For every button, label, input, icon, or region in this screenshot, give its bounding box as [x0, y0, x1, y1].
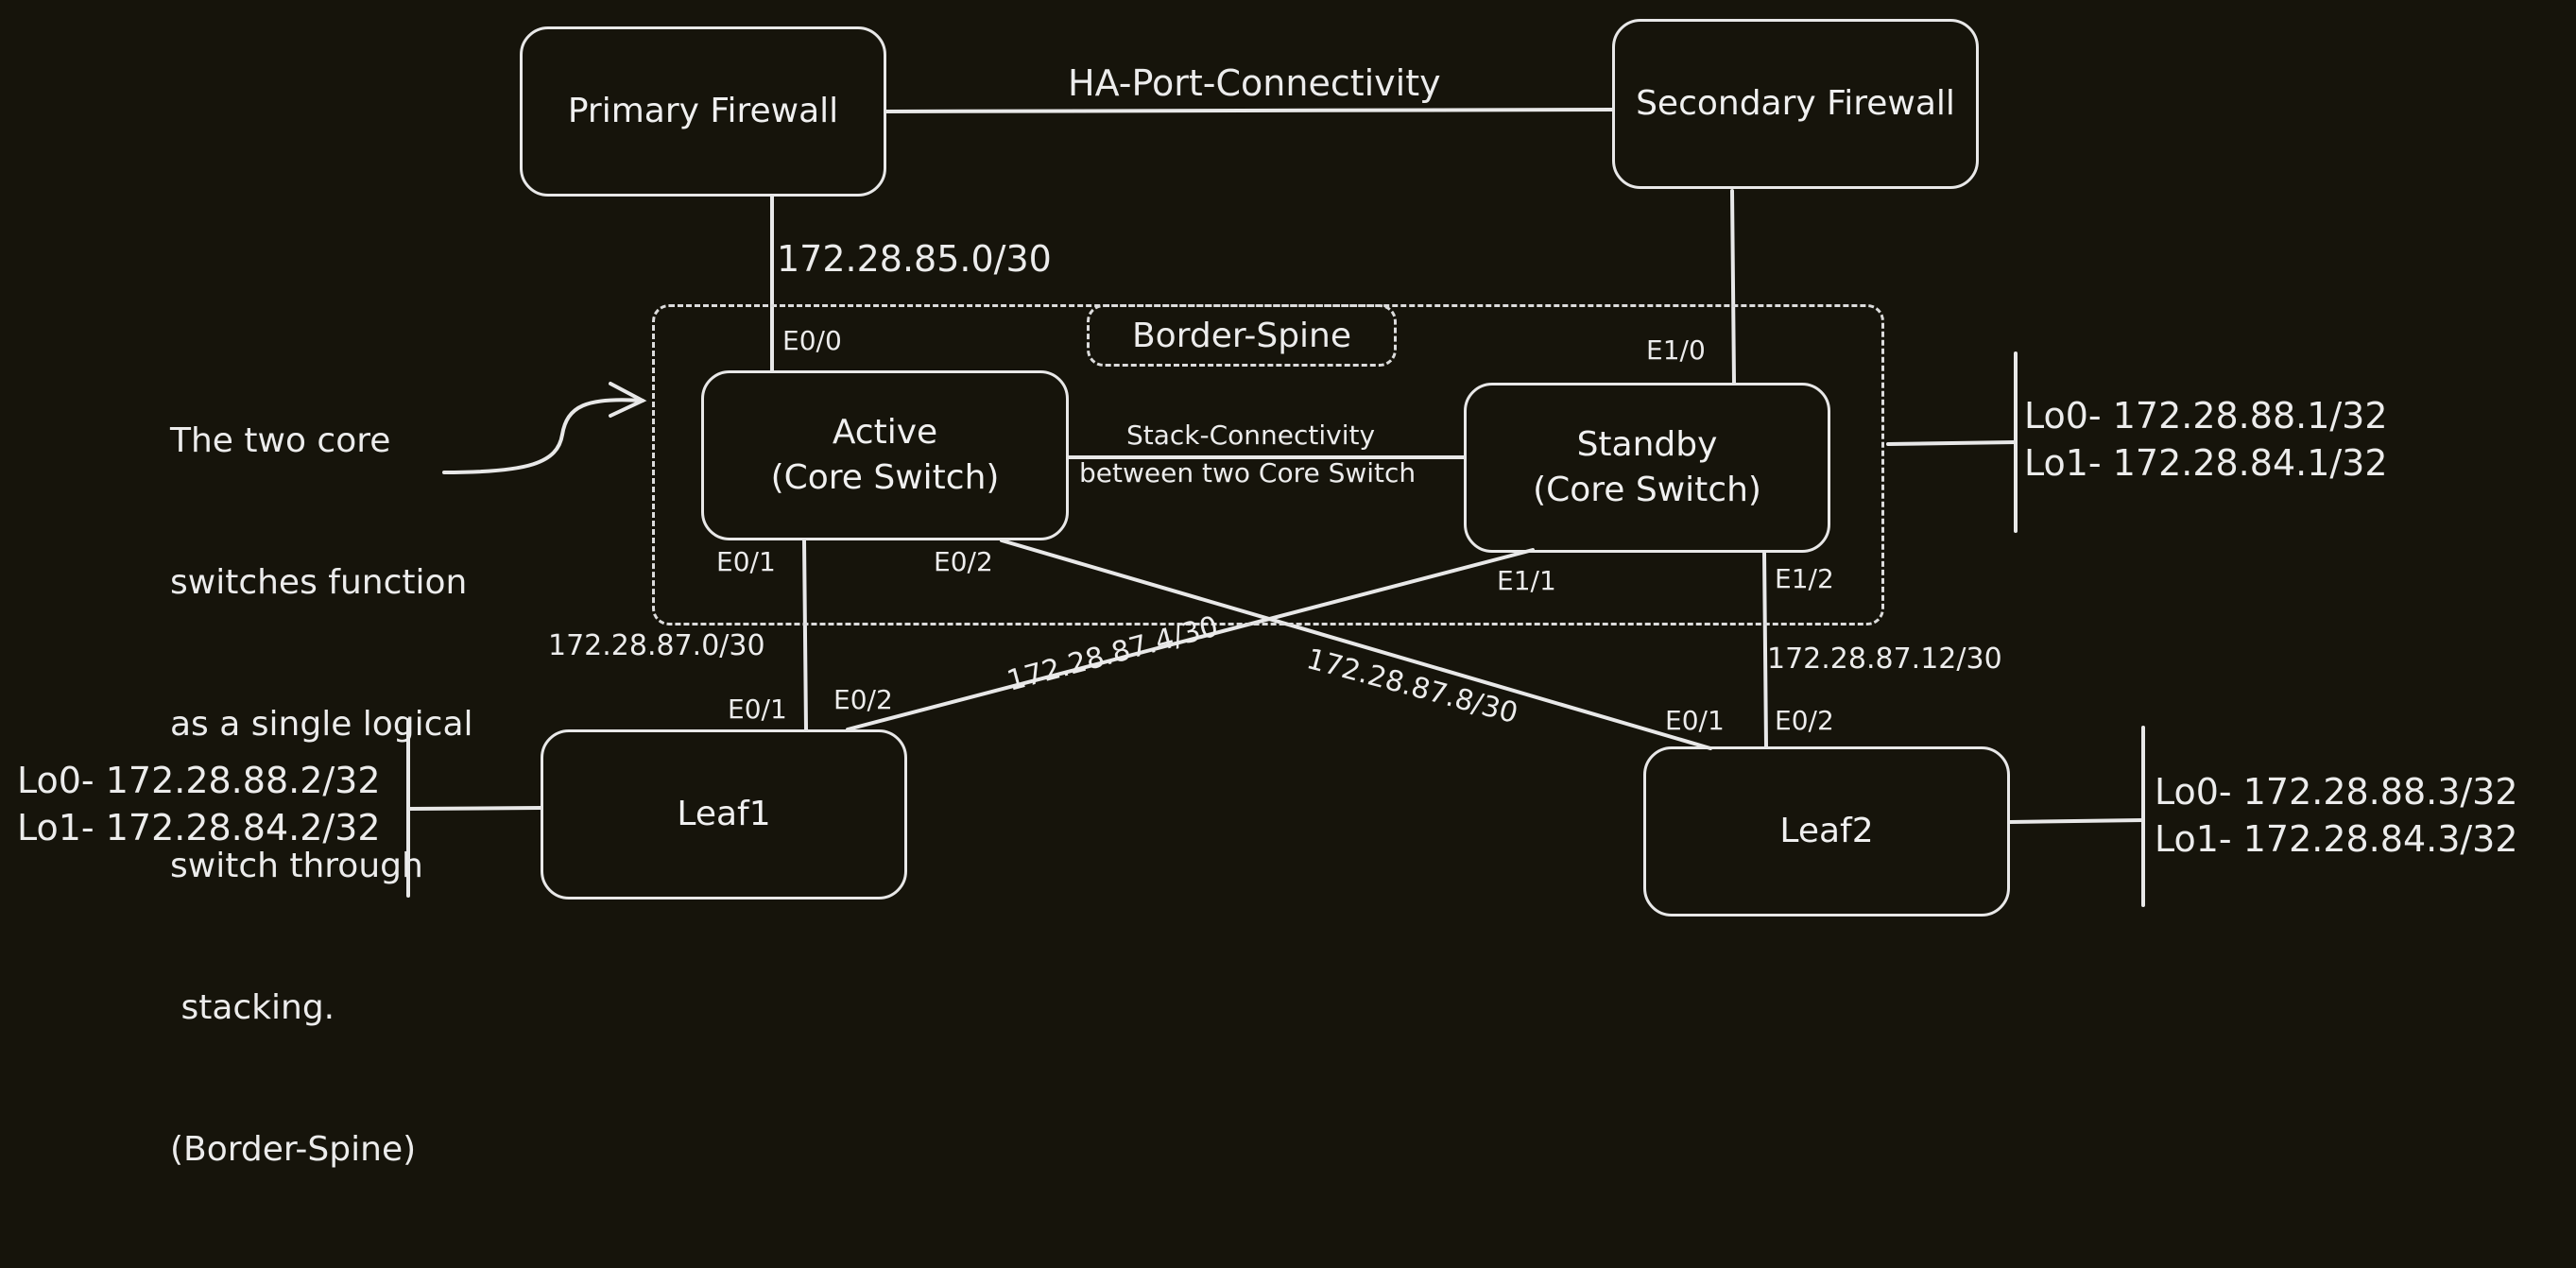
fw-subnet-label: 172.28.85.0/30: [777, 238, 1052, 280]
core-lo1-label: Lo1- 172.28.84.1/32: [2024, 442, 2388, 484]
border-spine-label-text: Border-Spine: [1131, 316, 1352, 355]
leaf1-loopback-link: [406, 806, 542, 811]
port-leaf2-1: E0/1: [1665, 705, 1725, 736]
leaf2-label: Leaf2: [1779, 812, 1874, 850]
leaf2-loopback-link: [2008, 818, 2145, 824]
standby-sublabel: (Core Switch): [1533, 471, 1761, 509]
standby-leaf2-link: [1762, 551, 1768, 748]
stack-link-label-1: Stack-Connectivity: [1126, 420, 1376, 451]
core-loopback-link: [1886, 440, 2018, 446]
annotation-line: switch through: [170, 847, 423, 885]
standby-label: Standby: [1576, 425, 1718, 464]
active-core-switch-node[interactable]: Active (Core Switch): [701, 370, 1069, 540]
port-active-down1: E0/1: [716, 546, 776, 577]
ha-link: [884, 108, 1614, 113]
annotation-line: switches function: [170, 563, 468, 602]
ha-link-label: HA-Port-Connectivity: [1068, 62, 1441, 104]
standby-leaf1-link: [846, 548, 1535, 731]
subnet-standby-leaf2-label: 172.28.87.12/30: [1767, 643, 2002, 676]
primary-firewall-label: Primary Firewall: [567, 92, 839, 130]
annotation-arrow: [442, 398, 644, 474]
stack-link-label-2: between two Core Switch: [1079, 457, 1417, 488]
leaf2-lo0-label: Lo0- 172.28.88.3/32: [2155, 771, 2518, 813]
leaf1-node[interactable]: Leaf1: [541, 729, 907, 900]
port-active-up: E0/0: [782, 325, 842, 356]
leaf2-lo1-label: Lo1- 172.28.84.3/32: [2155, 818, 2518, 860]
annotation-arrow-head: [609, 382, 647, 418]
network-diagram: Border-Spine Primary Firewall Secondary …: [17, 19, 2518, 1169]
leaf2-node[interactable]: Leaf2: [1643, 746, 2010, 917]
leaf1-lo0-label: Lo0- 172.28.88.2/32: [17, 760, 381, 801]
leaf1-lo1-label: Lo1- 172.28.84.2/32: [17, 807, 381, 848]
annotation-line: stacking.: [170, 988, 335, 1027]
core-lo0-label: Lo0- 172.28.88.1/32: [2024, 395, 2388, 437]
connection-lines: [406, 108, 2145, 907]
port-leaf1-2: E0/2: [833, 684, 893, 715]
stacking-annotation: The two core switches function as a sing…: [170, 323, 473, 1268]
secondary-fw-standby-link: [1730, 189, 1736, 385]
active-leaf1-link: [802, 539, 808, 731]
secondary-firewall-node[interactable]: Secondary Firewall: [1612, 19, 1979, 189]
port-leaf1-1: E0/1: [728, 694, 787, 725]
active-label: Active: [832, 413, 938, 452]
annotation-line: The two core: [170, 421, 391, 460]
subnet-active-leaf1-label: 172.28.87.0/30: [548, 629, 765, 662]
port-leaf2-2: E0/2: [1775, 705, 1834, 736]
port-standby-down1: E1/1: [1497, 565, 1556, 596]
annotation-line: (Border-Spine): [170, 1130, 417, 1169]
standby-core-switch-node[interactable]: Standby (Core Switch): [1464, 383, 1830, 553]
active-leaf2-link: [1000, 539, 1712, 750]
border-spine-label: Border-Spine: [1087, 304, 1397, 367]
port-standby-up: E1/0: [1646, 334, 1706, 366]
leaf1-label: Leaf1: [677, 795, 771, 833]
annotation-line: as a single logical: [170, 705, 473, 744]
secondary-firewall-label: Secondary Firewall: [1636, 84, 1955, 123]
primary-firewall-node[interactable]: Primary Firewall: [520, 26, 886, 197]
port-active-down2: E0/2: [934, 546, 993, 577]
port-standby-down2: E1/2: [1775, 563, 1834, 594]
active-sublabel: (Core Switch): [770, 458, 1000, 497]
